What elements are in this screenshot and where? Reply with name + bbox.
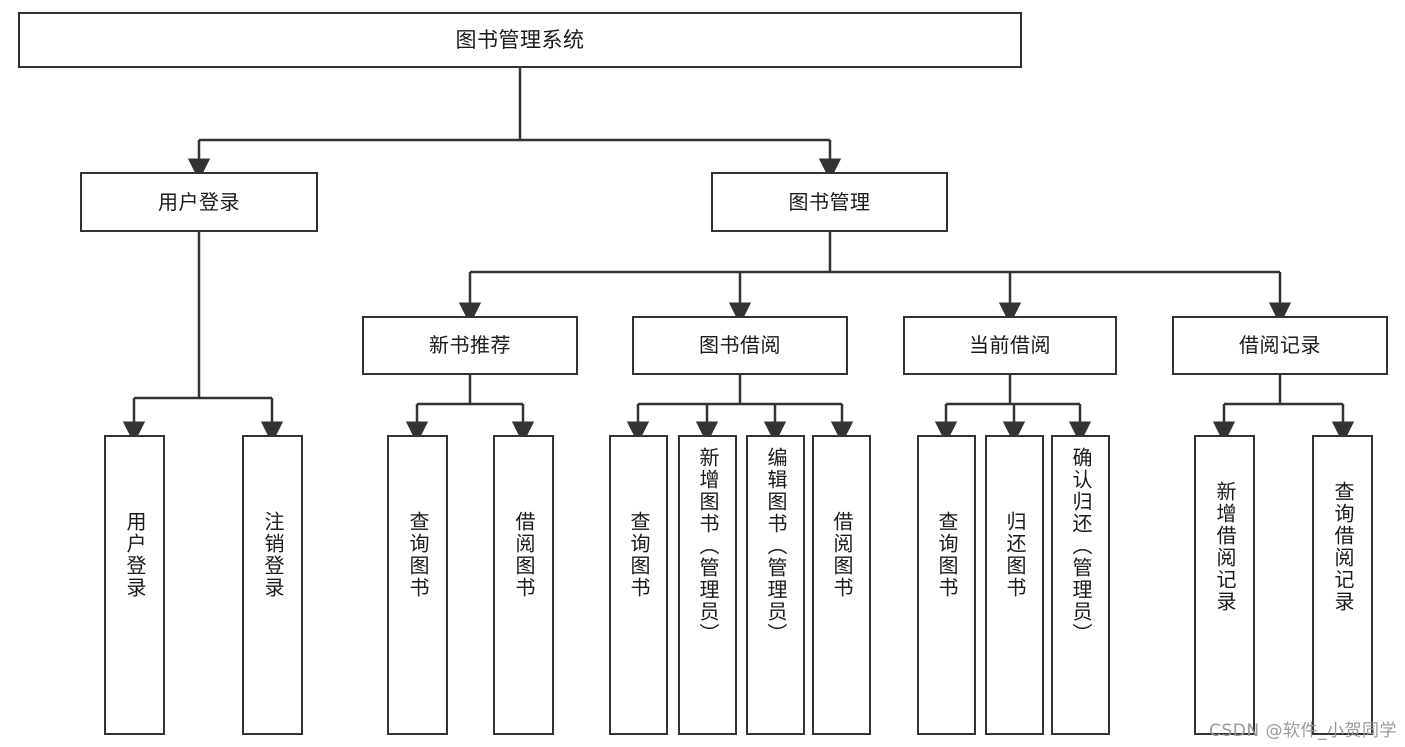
leaf-borrow-borrow-book-label: 借阅图书 — [830, 511, 854, 599]
node-current-borrow[interactable]: 当前借阅 — [903, 316, 1117, 375]
node-root[interactable]: 图书管理系统 — [18, 12, 1022, 68]
leaf-new-rec-borrow-book[interactable]: 借阅图书 — [493, 435, 554, 735]
leaf-current-return-book-label: 归还图书 — [1003, 511, 1027, 599]
leaf-user-login-login-label: 用户登录 — [123, 511, 147, 599]
leaf-user-login-login[interactable]: 用户登录 — [104, 435, 165, 735]
leaf-borrow-add-book-admin-label: 新增图书（管理员） — [696, 447, 720, 645]
node-book-borrow-label: 图书借阅 — [699, 333, 781, 357]
leaf-record-add-record-label: 新增借阅记录 — [1213, 481, 1237, 613]
node-book-management-label: 图书管理 — [788, 189, 871, 214]
node-root-label: 图书管理系统 — [455, 27, 585, 52]
leaf-borrow-query-book-label: 查询图书 — [627, 511, 651, 599]
leaf-current-query-book-label: 查询图书 — [935, 511, 959, 599]
node-user-login[interactable]: 用户登录 — [80, 172, 318, 232]
leaf-new-rec-borrow-book-label: 借阅图书 — [512, 511, 536, 599]
leaf-borrow-edit-book-admin-label: 编辑图书（管理员） — [764, 447, 788, 645]
node-book-borrow[interactable]: 图书借阅 — [632, 316, 848, 375]
node-borrow-record[interactable]: 借阅记录 — [1172, 316, 1388, 375]
node-new-book-recommend-label: 新书推荐 — [429, 333, 511, 357]
node-new-book-recommend[interactable]: 新书推荐 — [362, 316, 578, 375]
node-borrow-record-label: 借阅记录 — [1239, 333, 1321, 357]
leaf-current-confirm-return-admin[interactable]: 确认归还（管理员） — [1051, 435, 1110, 735]
csdn-watermark: CSDN @软件_小贺同学 — [1209, 721, 1397, 741]
leaf-record-add-record[interactable]: 新增借阅记录 — [1194, 435, 1255, 735]
leaf-new-rec-query-book-label: 查询图书 — [406, 511, 430, 599]
leaf-record-query-record-label: 查询借阅记录 — [1331, 481, 1355, 613]
leaf-record-query-record[interactable]: 查询借阅记录 — [1312, 435, 1373, 735]
leaf-borrow-query-book[interactable]: 查询图书 — [609, 435, 668, 735]
leaf-current-confirm-return-admin-label: 确认归还（管理员） — [1069, 447, 1093, 645]
leaf-user-login-logout[interactable]: 注销登录 — [242, 435, 303, 735]
node-current-borrow-label: 当前借阅 — [969, 333, 1051, 357]
leaf-borrow-add-book-admin[interactable]: 新增图书（管理员） — [678, 435, 737, 735]
leaf-borrow-borrow-book[interactable]: 借阅图书 — [812, 435, 871, 735]
leaf-new-rec-query-book[interactable]: 查询图书 — [387, 435, 448, 735]
leaf-current-query-book[interactable]: 查询图书 — [917, 435, 976, 735]
leaf-current-return-book[interactable]: 归还图书 — [985, 435, 1044, 735]
leaf-user-login-logout-label: 注销登录 — [261, 511, 285, 599]
node-user-login-label: 用户登录 — [158, 189, 240, 214]
node-book-management[interactable]: 图书管理 — [711, 172, 948, 232]
leaf-borrow-edit-book-admin[interactable]: 编辑图书（管理员） — [746, 435, 805, 735]
